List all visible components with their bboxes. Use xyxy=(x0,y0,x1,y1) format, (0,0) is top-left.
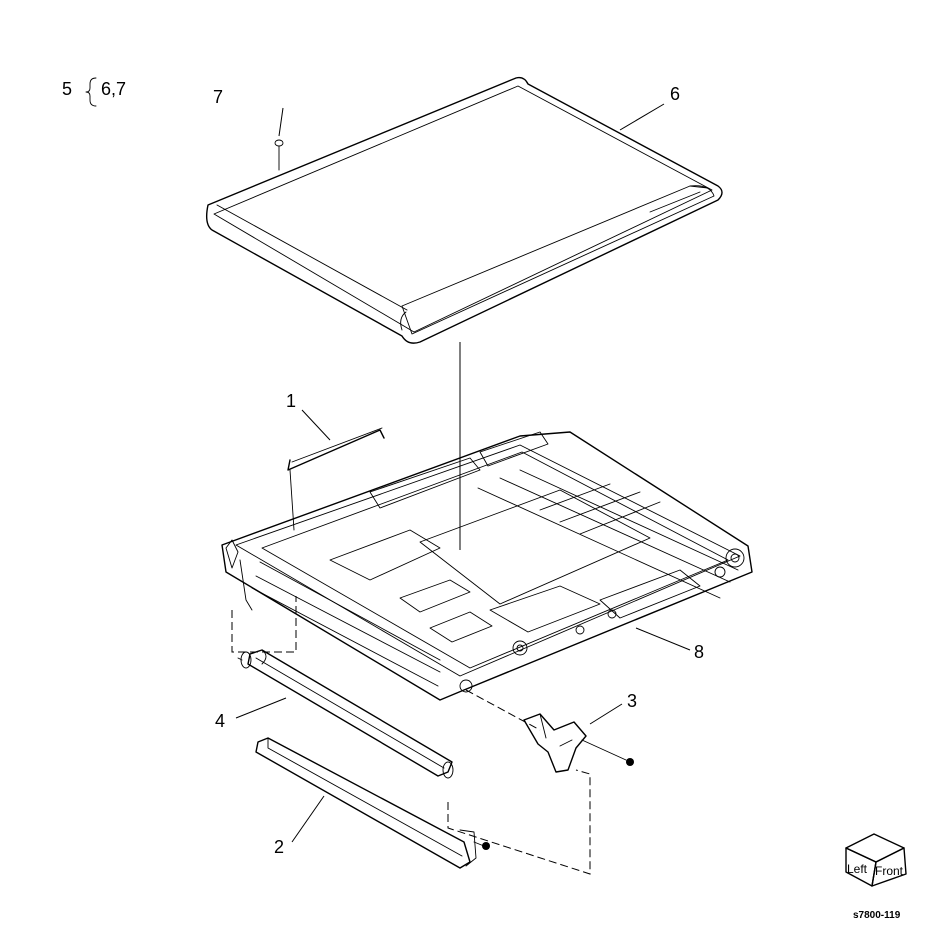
assembly-note: 5 6,7 xyxy=(62,77,126,107)
brace-glyph xyxy=(85,77,97,107)
leader-4 xyxy=(235,697,287,719)
callout-6: 6 xyxy=(670,84,680,104)
part-1-wire xyxy=(287,427,385,531)
part-8-frame-unit xyxy=(221,431,753,701)
callout-8: 8 xyxy=(694,642,704,662)
dashed-guide-roller xyxy=(231,596,297,653)
leader-8 xyxy=(635,627,691,651)
part-6-transfer-belt xyxy=(205,76,723,344)
callout-3: 3 xyxy=(627,691,637,711)
callout-7: 7 xyxy=(213,87,223,107)
leader-3 xyxy=(589,703,623,725)
part-3-bracket xyxy=(523,713,634,773)
leader-1 xyxy=(301,409,331,441)
cube-left-label: Left xyxy=(847,862,868,876)
part-4-roller xyxy=(237,649,454,779)
callout-4: 4 xyxy=(215,711,225,731)
assembly-child-numbers: 6,7 xyxy=(101,79,126,99)
figure-code: s7800-119 xyxy=(853,910,901,921)
leader-7 xyxy=(278,107,284,137)
dashed-guide-bracket-2 xyxy=(447,769,591,875)
callout-2: 2 xyxy=(274,837,284,857)
orientation-cube: Left Front xyxy=(845,833,907,887)
callout-1: 1 xyxy=(286,391,296,411)
assembly-parent-number: 5 xyxy=(62,79,72,99)
leader-6 xyxy=(619,103,665,131)
dashed-guide-bracket-3 xyxy=(465,689,541,731)
part-7-pin xyxy=(274,139,284,171)
part-2-bracket xyxy=(255,737,490,869)
leader-2 xyxy=(291,795,325,843)
cube-front-label: Front xyxy=(875,864,904,878)
